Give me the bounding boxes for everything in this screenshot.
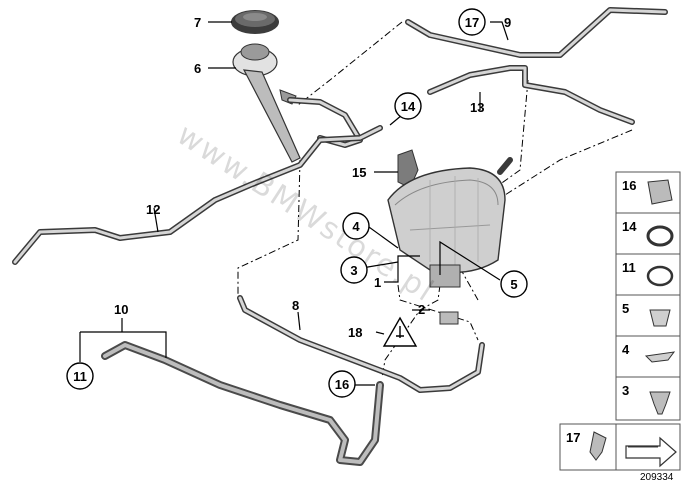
- callout-8: 8: [292, 298, 299, 313]
- leader-lines: [79, 21, 509, 386]
- hose-13: [427, 65, 635, 125]
- callout-3: 3: [340, 256, 368, 284]
- hose-vent: [287, 97, 363, 148]
- svg-text:11: 11: [73, 369, 87, 384]
- arrow-icon: [625, 436, 677, 468]
- svg-text:17: 17: [566, 430, 580, 445]
- hose-8: [237, 295, 485, 393]
- callout-15: 15: [352, 165, 366, 180]
- panel-item-14: 14: [622, 219, 674, 247]
- filler-cap: [231, 10, 279, 34]
- svg-text:16: 16: [335, 377, 349, 392]
- svg-text:16: 16: [622, 178, 636, 193]
- svg-text:4: 4: [352, 219, 360, 234]
- svg-text:14: 14: [401, 99, 416, 114]
- callout-5: 5: [500, 270, 528, 298]
- side-panel: 16 14 11 5 4 3 17: [559, 171, 681, 471]
- callout-2: 2: [418, 302, 425, 317]
- panel-item-16: 16: [622, 178, 673, 205]
- callout-10: 10: [114, 302, 128, 317]
- svg-text:17: 17: [465, 15, 479, 30]
- callout-4: 4: [342, 212, 370, 240]
- expansion-tank: [387, 157, 513, 288]
- hose-9: [405, 7, 668, 58]
- svg-text:3: 3: [350, 263, 357, 278]
- svg-text:3: 3: [622, 383, 629, 398]
- svg-text:11: 11: [622, 260, 636, 275]
- svg-text:5: 5: [622, 301, 629, 316]
- line-12: [12, 125, 383, 265]
- callout-9: 9: [504, 15, 511, 30]
- callout-6: 6: [194, 61, 201, 76]
- svg-text:4: 4: [622, 342, 630, 357]
- callout-12: 12: [146, 202, 160, 217]
- callout-1: 1: [374, 275, 381, 290]
- callout-17-top: 17: [458, 8, 486, 36]
- callout-16: 16: [328, 370, 356, 398]
- panel-item-11: 11: [622, 260, 674, 287]
- callouts: 7 6 17 9 14 13 12 15 4 3 1 5 2 8 18: [66, 8, 528, 398]
- panel-item-3: 3: [622, 383, 671, 415]
- diagram-id: 209334: [640, 472, 674, 483]
- clip-2: [439, 311, 459, 325]
- hose-10: [101, 341, 384, 466]
- warning-label-18: [382, 316, 418, 347]
- panel-item-4: 4: [622, 342, 676, 363]
- callout-14: 14: [394, 92, 422, 120]
- callout-11: 11: [66, 362, 94, 390]
- callout-7: 7: [194, 15, 201, 30]
- svg-text:14: 14: [622, 219, 637, 234]
- callout-18: 18: [348, 325, 362, 340]
- panel-item-17: 17: [566, 430, 607, 461]
- panel-item-5: 5: [622, 301, 671, 327]
- svg-text:5: 5: [510, 277, 517, 292]
- callout-13: 13: [470, 100, 484, 115]
